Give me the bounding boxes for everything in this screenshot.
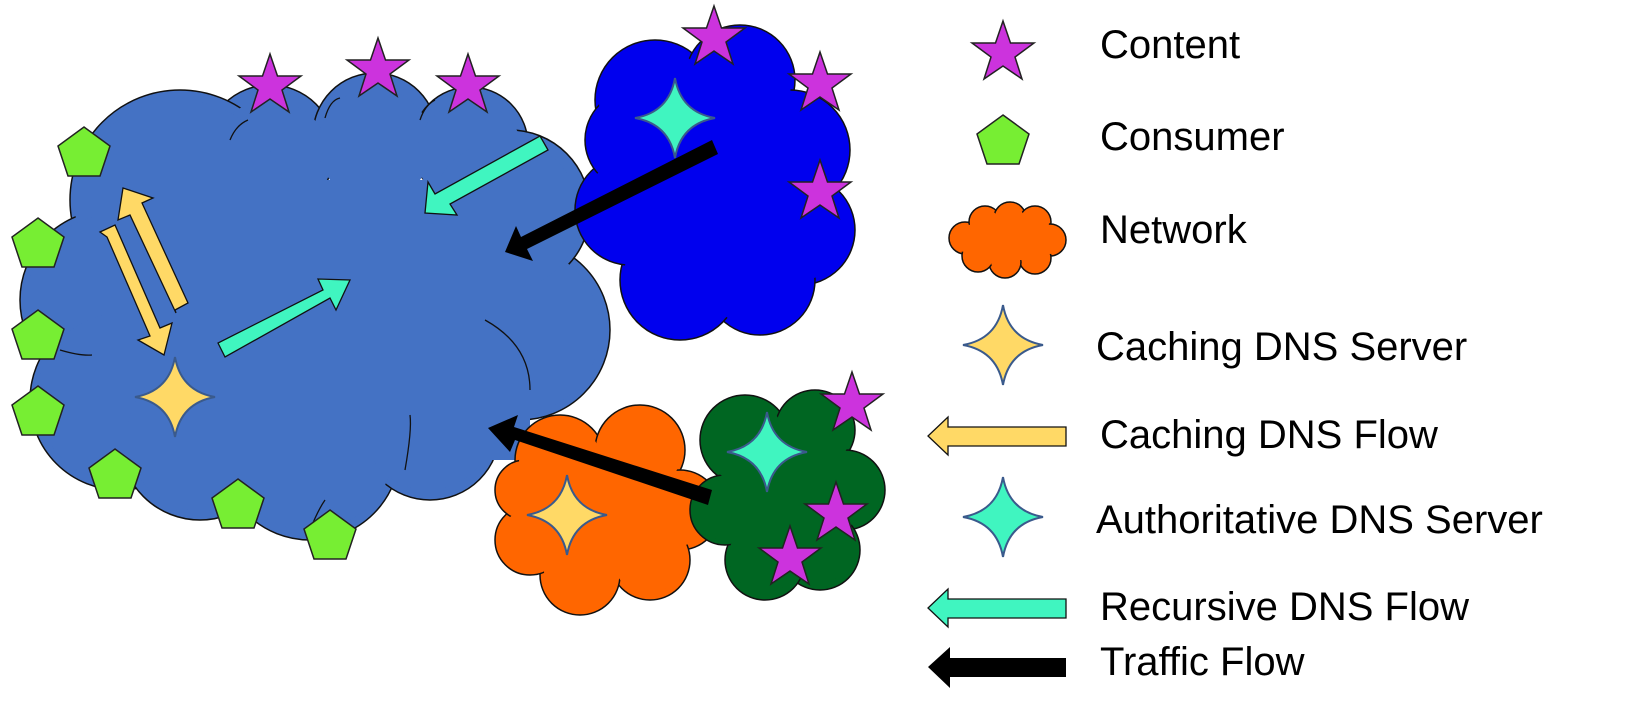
purple-star-icon <box>971 20 1035 80</box>
legend-item-caching-dns-flow: Caching DNS Flow <box>927 413 1438 457</box>
recursive-dns-flow-arrow-out <box>217 278 352 358</box>
legend-item-caching-dns-server: Caching DNS Server <box>962 304 1467 386</box>
yellow-four-point-star-icon <box>962 304 1044 386</box>
caching-dns-flow-arrow <box>98 224 173 356</box>
legend-label: Recursive DNS Flow <box>1100 585 1469 629</box>
legend-item-network: Network <box>948 201 1248 279</box>
caching-dns-flow-arrow-up <box>117 187 189 314</box>
yellow-arrow-icon <box>927 415 1067 457</box>
legend-item-traffic-flow: Traffic Flow <box>928 640 1305 688</box>
black-arrow-icon <box>928 647 1066 688</box>
provider-network-cloud-blue <box>574 24 856 341</box>
legend-label: Authoritative DNS Server <box>1096 498 1543 542</box>
legend-label: Consumer <box>1100 115 1285 159</box>
traffic-flow-arrow-top <box>505 140 718 261</box>
legend-label: Network <box>1100 208 1248 252</box>
green-pentagon-icon <box>976 114 1030 165</box>
teal-arrow-icon <box>927 587 1067 629</box>
recursive-dns-flow-arrow-in <box>424 135 549 216</box>
consumer-pentagon-icon <box>11 217 65 268</box>
traffic-flow-arrow-bottom <box>488 415 712 505</box>
orange-cloud-icon <box>948 201 1067 279</box>
legend-label: Traffic Flow <box>1100 640 1305 684</box>
teal-four-point-star-icon <box>962 476 1044 558</box>
legend-label: Caching DNS Server <box>1096 325 1467 369</box>
legend-item-authoritative-dns-server: Authoritative DNS Server <box>962 476 1543 558</box>
legend-label: Caching DNS Flow <box>1100 413 1438 457</box>
legend-item-consumer: Consumer <box>976 114 1285 165</box>
legend-label: Content <box>1100 23 1240 67</box>
legend-item-recursive-dns-flow: Recursive DNS Flow <box>927 585 1469 629</box>
legend: Content Consumer <box>927 20 1543 688</box>
legend-item-content: Content <box>971 20 1240 80</box>
